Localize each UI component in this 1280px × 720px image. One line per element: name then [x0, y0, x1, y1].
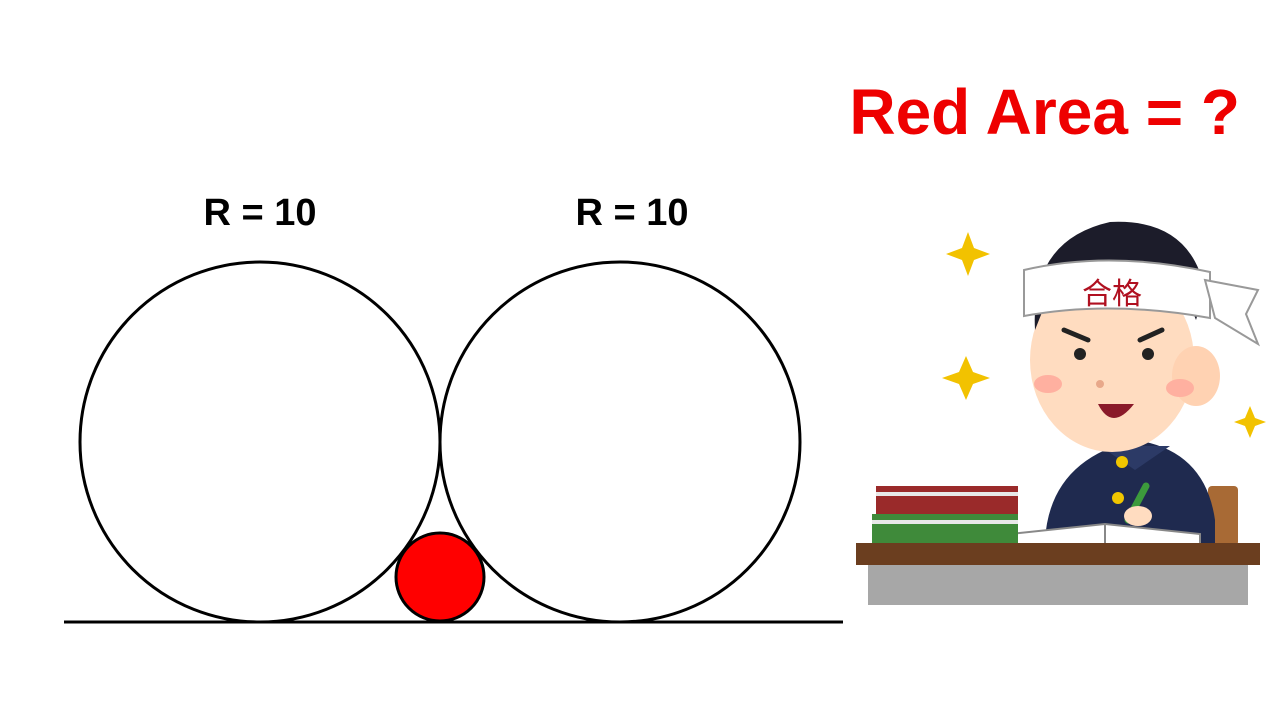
right-radius-label: R = 10	[575, 192, 688, 234]
right-circle	[438, 260, 802, 624]
student-illustration: 合格	[856, 221, 1266, 605]
left-circle	[78, 260, 442, 624]
sparkle-icon	[942, 356, 990, 400]
problem-title: Red Area = ?	[849, 76, 1240, 148]
sparkle-icon	[1234, 406, 1266, 438]
left-radius-label: R = 10	[203, 192, 316, 234]
headband-text: 合格	[1082, 277, 1142, 312]
sparkle-icon	[946, 232, 990, 276]
red-circle	[394, 531, 486, 623]
